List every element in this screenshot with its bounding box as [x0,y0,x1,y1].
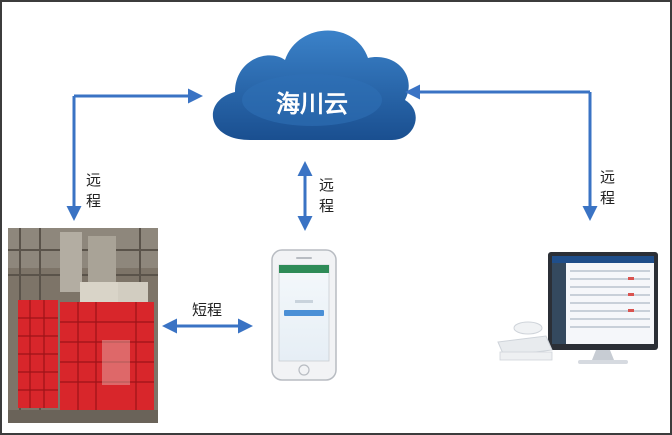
svg-text:远: 远 [319,176,334,194]
svg-text:程: 程 [319,197,334,215]
cloud-icon [212,30,416,141]
center-remote-label: 远 程 [319,176,334,215]
left-remote-arrow [66,88,203,221]
right-remote-label: 远 程 [600,168,615,207]
desktop-computer-image [497,252,658,364]
construction-elevator-image [8,228,158,423]
right-remote-arrow [405,84,598,221]
short-range-label: 短程 [192,301,222,319]
cloud-label: 海川云 [276,90,348,118]
smartphone-image [271,249,337,381]
svg-text:远: 远 [86,171,101,189]
svg-text:远: 远 [600,168,615,186]
left-remote-label: 远 程 [86,171,101,210]
svg-text:程: 程 [86,192,101,210]
svg-text:程: 程 [600,189,615,207]
